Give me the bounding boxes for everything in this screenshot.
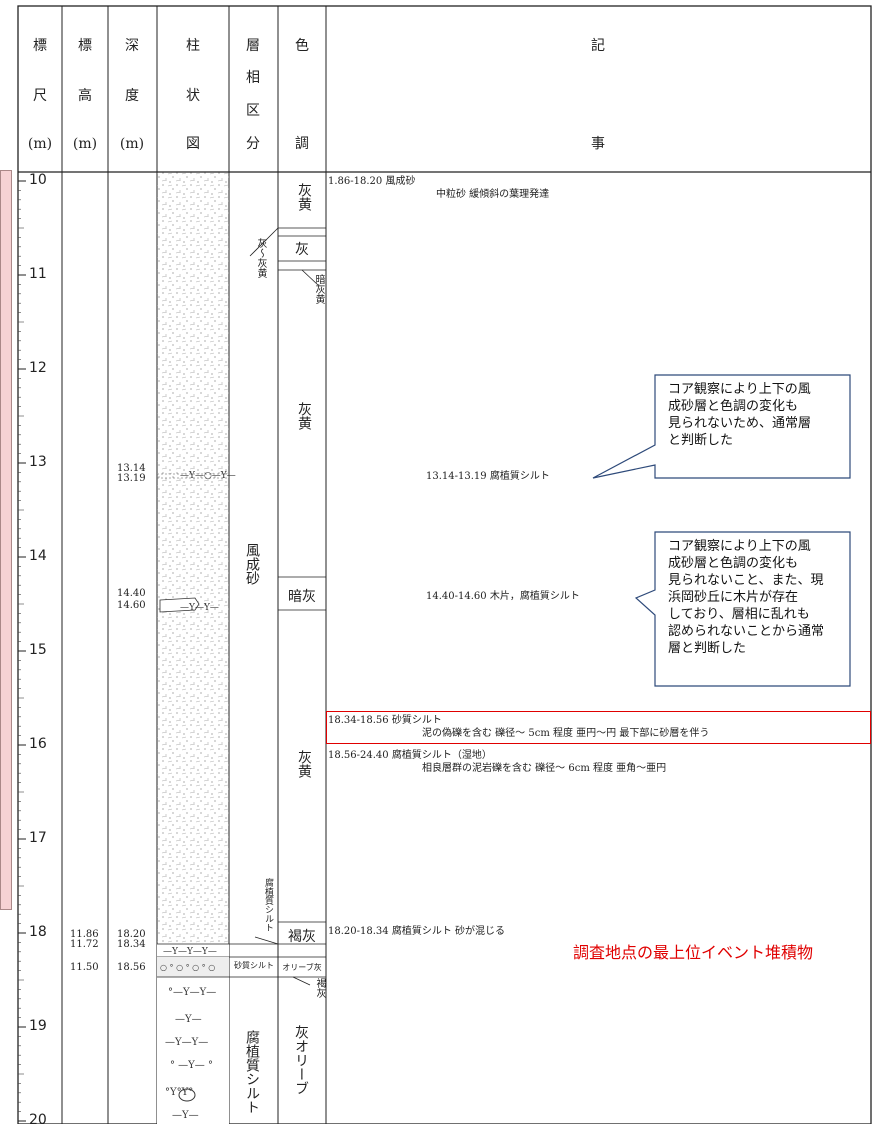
header-elevation: 標 高 (m): [73, 38, 97, 152]
scale-label: 16: [29, 736, 47, 752]
header-depth: 深 度 (m): [120, 38, 144, 152]
color-8: オリーブ灰: [282, 963, 322, 972]
callout-1: コア観察により上下の風 成砂層と色調の変化も 見られないため、通常層 と判断した: [668, 382, 812, 448]
svg-text:調: 調: [295, 136, 309, 152]
silt-symbol-1: —Y—○—Y—: [180, 471, 236, 481]
svg-text:分: 分: [246, 136, 260, 152]
svg-text:色: 色: [295, 37, 309, 54]
note-5: 18.34-18.56 砂質シルト 泥の偽礫を含む 礫径～ 5cm 程度 亜円～…: [328, 715, 710, 739]
event-deposit-label: 調査地点の最上位イベント堆積物: [573, 943, 814, 962]
event-deposit-highlight: [326, 711, 871, 744]
scale-label: 11: [29, 266, 47, 282]
svg-text:層: 層: [246, 38, 260, 54]
sand-column: [157, 172, 229, 944]
svg-text:柱: 柱: [186, 38, 200, 54]
scale-label: 12: [29, 360, 47, 376]
svg-text:高: 高: [78, 87, 92, 104]
header-color: 色 調: [295, 37, 309, 152]
note-3: 14.40-14.60 木片，腐植質シルト: [426, 591, 580, 602]
scale-label: 13: [29, 454, 47, 470]
svg-text:○ ° ○ ° ○ ° ○: ○ ° ○ ° ○ ° ○: [160, 963, 215, 972]
facies-sandy-silt: 砂質シルト: [234, 961, 274, 970]
color-3: 暗灰黄: [313, 274, 324, 304]
header-notes: 記 事: [591, 37, 605, 152]
header-scale: 標 尺 (m): [28, 38, 52, 152]
wood-fragment: [159, 597, 200, 613]
scale-label: 17: [29, 830, 47, 846]
svg-text:尺: 尺: [33, 88, 47, 104]
svg-text:標: 標: [78, 38, 92, 54]
svg-text:—Y—: —Y—: [175, 1014, 202, 1025]
color-5: 暗灰: [288, 589, 316, 605]
color-10: 灰オリーブ: [293, 1025, 309, 1095]
svg-text:(m): (m): [73, 136, 97, 152]
svg-text:深: 深: [125, 38, 139, 54]
scale-label: 18: [29, 924, 47, 940]
svg-text:図: 図: [186, 136, 200, 152]
svg-text:—Y—: —Y—: [172, 1110, 199, 1121]
header-facies: 層 相 区 分: [246, 38, 260, 152]
note-2: 13.14-13.19 腐植質シルト: [426, 471, 550, 482]
color-6: 灰黄: [296, 750, 312, 778]
svg-text:°—Y—Y—: °—Y—Y—: [168, 987, 216, 998]
side-strip: [0, 170, 12, 910]
svg-text:(m): (m): [28, 136, 52, 152]
svg-text:°Y°Y°: °Y°Y°: [165, 1087, 193, 1098]
elevation-values: 11.86 11.72 11.50: [70, 929, 99, 973]
note-1: 1.86-18.20 風成砂 中粒砂 緩傾斜の葉理発達: [328, 176, 550, 200]
svg-text:相: 相: [246, 70, 260, 86]
note-4: 18.20-18.34 腐植質シルト 砂が混じる: [328, 926, 505, 937]
scale-label: 19: [29, 1018, 47, 1034]
color-7: 褐灰: [288, 929, 316, 945]
facies-main: 風成砂: [244, 543, 260, 585]
svg-text:(m): (m): [120, 136, 144, 152]
svg-text:—Y—Y—: —Y—Y—: [165, 1037, 208, 1048]
header-column: 柱 状 図: [186, 38, 200, 152]
note-6: 18.56-24.40 腐植質シルト（湿地） 相良層群の泥岩礫を含む 礫径～ 6…: [328, 750, 667, 774]
svg-text:° —Y— °: ° —Y— °: [170, 1060, 213, 1071]
facies-small-silt: 腐植質シルト: [263, 878, 273, 932]
callout-2: コア観察により上下の風 成砂層と色調の変化も 見られないこと、また、現 浜岡砂丘…: [668, 539, 825, 656]
color-2: 灰: [295, 242, 309, 258]
depth-scale: [18, 180, 26, 1122]
scale-label: 20: [29, 1112, 47, 1128]
scale-label: 15: [29, 642, 47, 658]
svg-text:事: 事: [591, 136, 605, 152]
svg-text:—Y—Y—Y—: —Y—Y—Y—: [163, 947, 217, 957]
color-1: 灰黄: [296, 183, 312, 211]
svg-text:状: 状: [186, 88, 200, 104]
svg-text:標: 標: [33, 38, 47, 54]
svg-text:記: 記: [591, 37, 605, 54]
svg-text:区: 区: [246, 103, 260, 119]
color-9: 褐灰: [314, 978, 325, 998]
scale-label: 14: [29, 548, 47, 564]
color-4: 灰黄: [296, 402, 312, 430]
facies-lower: 腐植質シルト: [244, 1030, 260, 1114]
facies-top: 灰～灰黄: [255, 238, 266, 278]
scale-label: 10: [29, 172, 47, 188]
humic-silt-symbols: °—Y—Y— —Y— —Y—Y— ° —Y— ° °Y°Y° —Y—: [165, 987, 216, 1121]
svg-text:度: 度: [125, 88, 139, 104]
svg-text:—Y—Y—: —Y—Y—: [180, 603, 219, 613]
